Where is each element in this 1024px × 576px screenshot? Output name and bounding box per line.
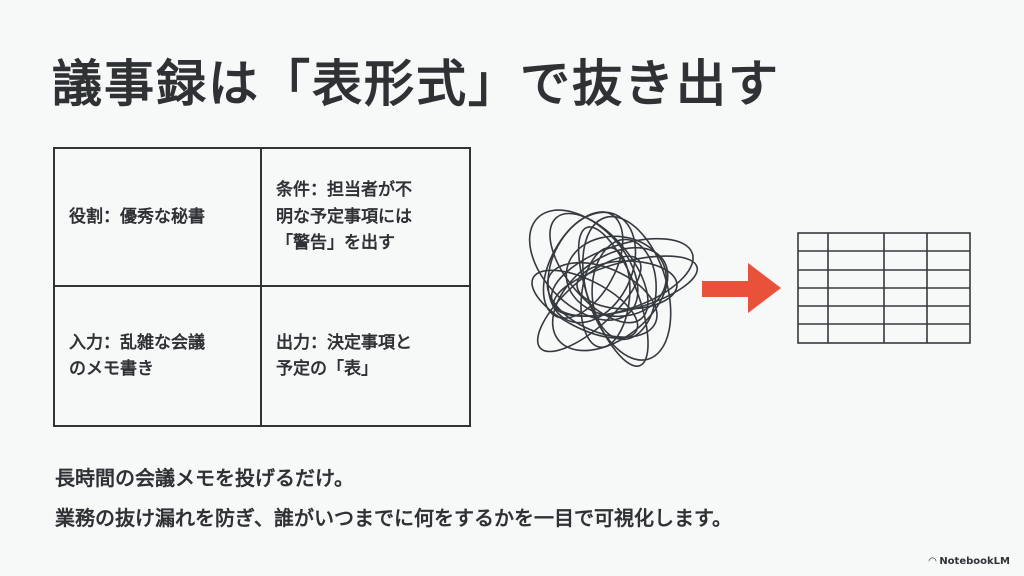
scribble-loop <box>547 211 637 324</box>
scribble-loop <box>552 255 699 318</box>
scribble-loop <box>551 246 669 352</box>
notebooklm-icon: ◠ <box>928 556 937 567</box>
table-icon <box>797 232 971 344</box>
concept-grid: 役割：優秀な秘書 条件：担当者が不 明な予定事項には 「警告」を出す 入力：乱雑… <box>53 147 471 427</box>
scribble-loop <box>531 269 639 339</box>
scribble-loop <box>528 209 639 321</box>
logo-text: NotebookLM <box>939 556 1010 567</box>
arrow-icon <box>702 263 781 313</box>
cell-input: 入力：乱雑な会議 のメモ書き <box>55 287 262 425</box>
scribble-loop <box>582 215 672 361</box>
scribble-icon <box>528 209 699 367</box>
cell-output: 出力：決定事項と 予定の「表」 <box>276 332 412 379</box>
cell-condition: 条件：担当者が不 明な予定事項には 「警告」を出す <box>262 149 469 287</box>
notebooklm-logo: ◠ NotebookLM <box>929 556 1010 567</box>
scribble-loop <box>549 212 649 324</box>
summary-line-1: 長時間の会議メモを投げるだけ。 <box>55 466 354 490</box>
slide-title: 議事録は「表形式」で抜き出す <box>52 55 780 113</box>
summary-line-2: 業務の抜け漏れを防ぎ、誰がいつまでに何をするかを一目で可視化します。 <box>55 506 732 530</box>
scribble-loop <box>580 246 631 349</box>
scribble-loop <box>550 237 694 317</box>
scribble-loop <box>542 211 624 319</box>
cell-role: 役割：優秀な秘書 <box>55 149 262 287</box>
